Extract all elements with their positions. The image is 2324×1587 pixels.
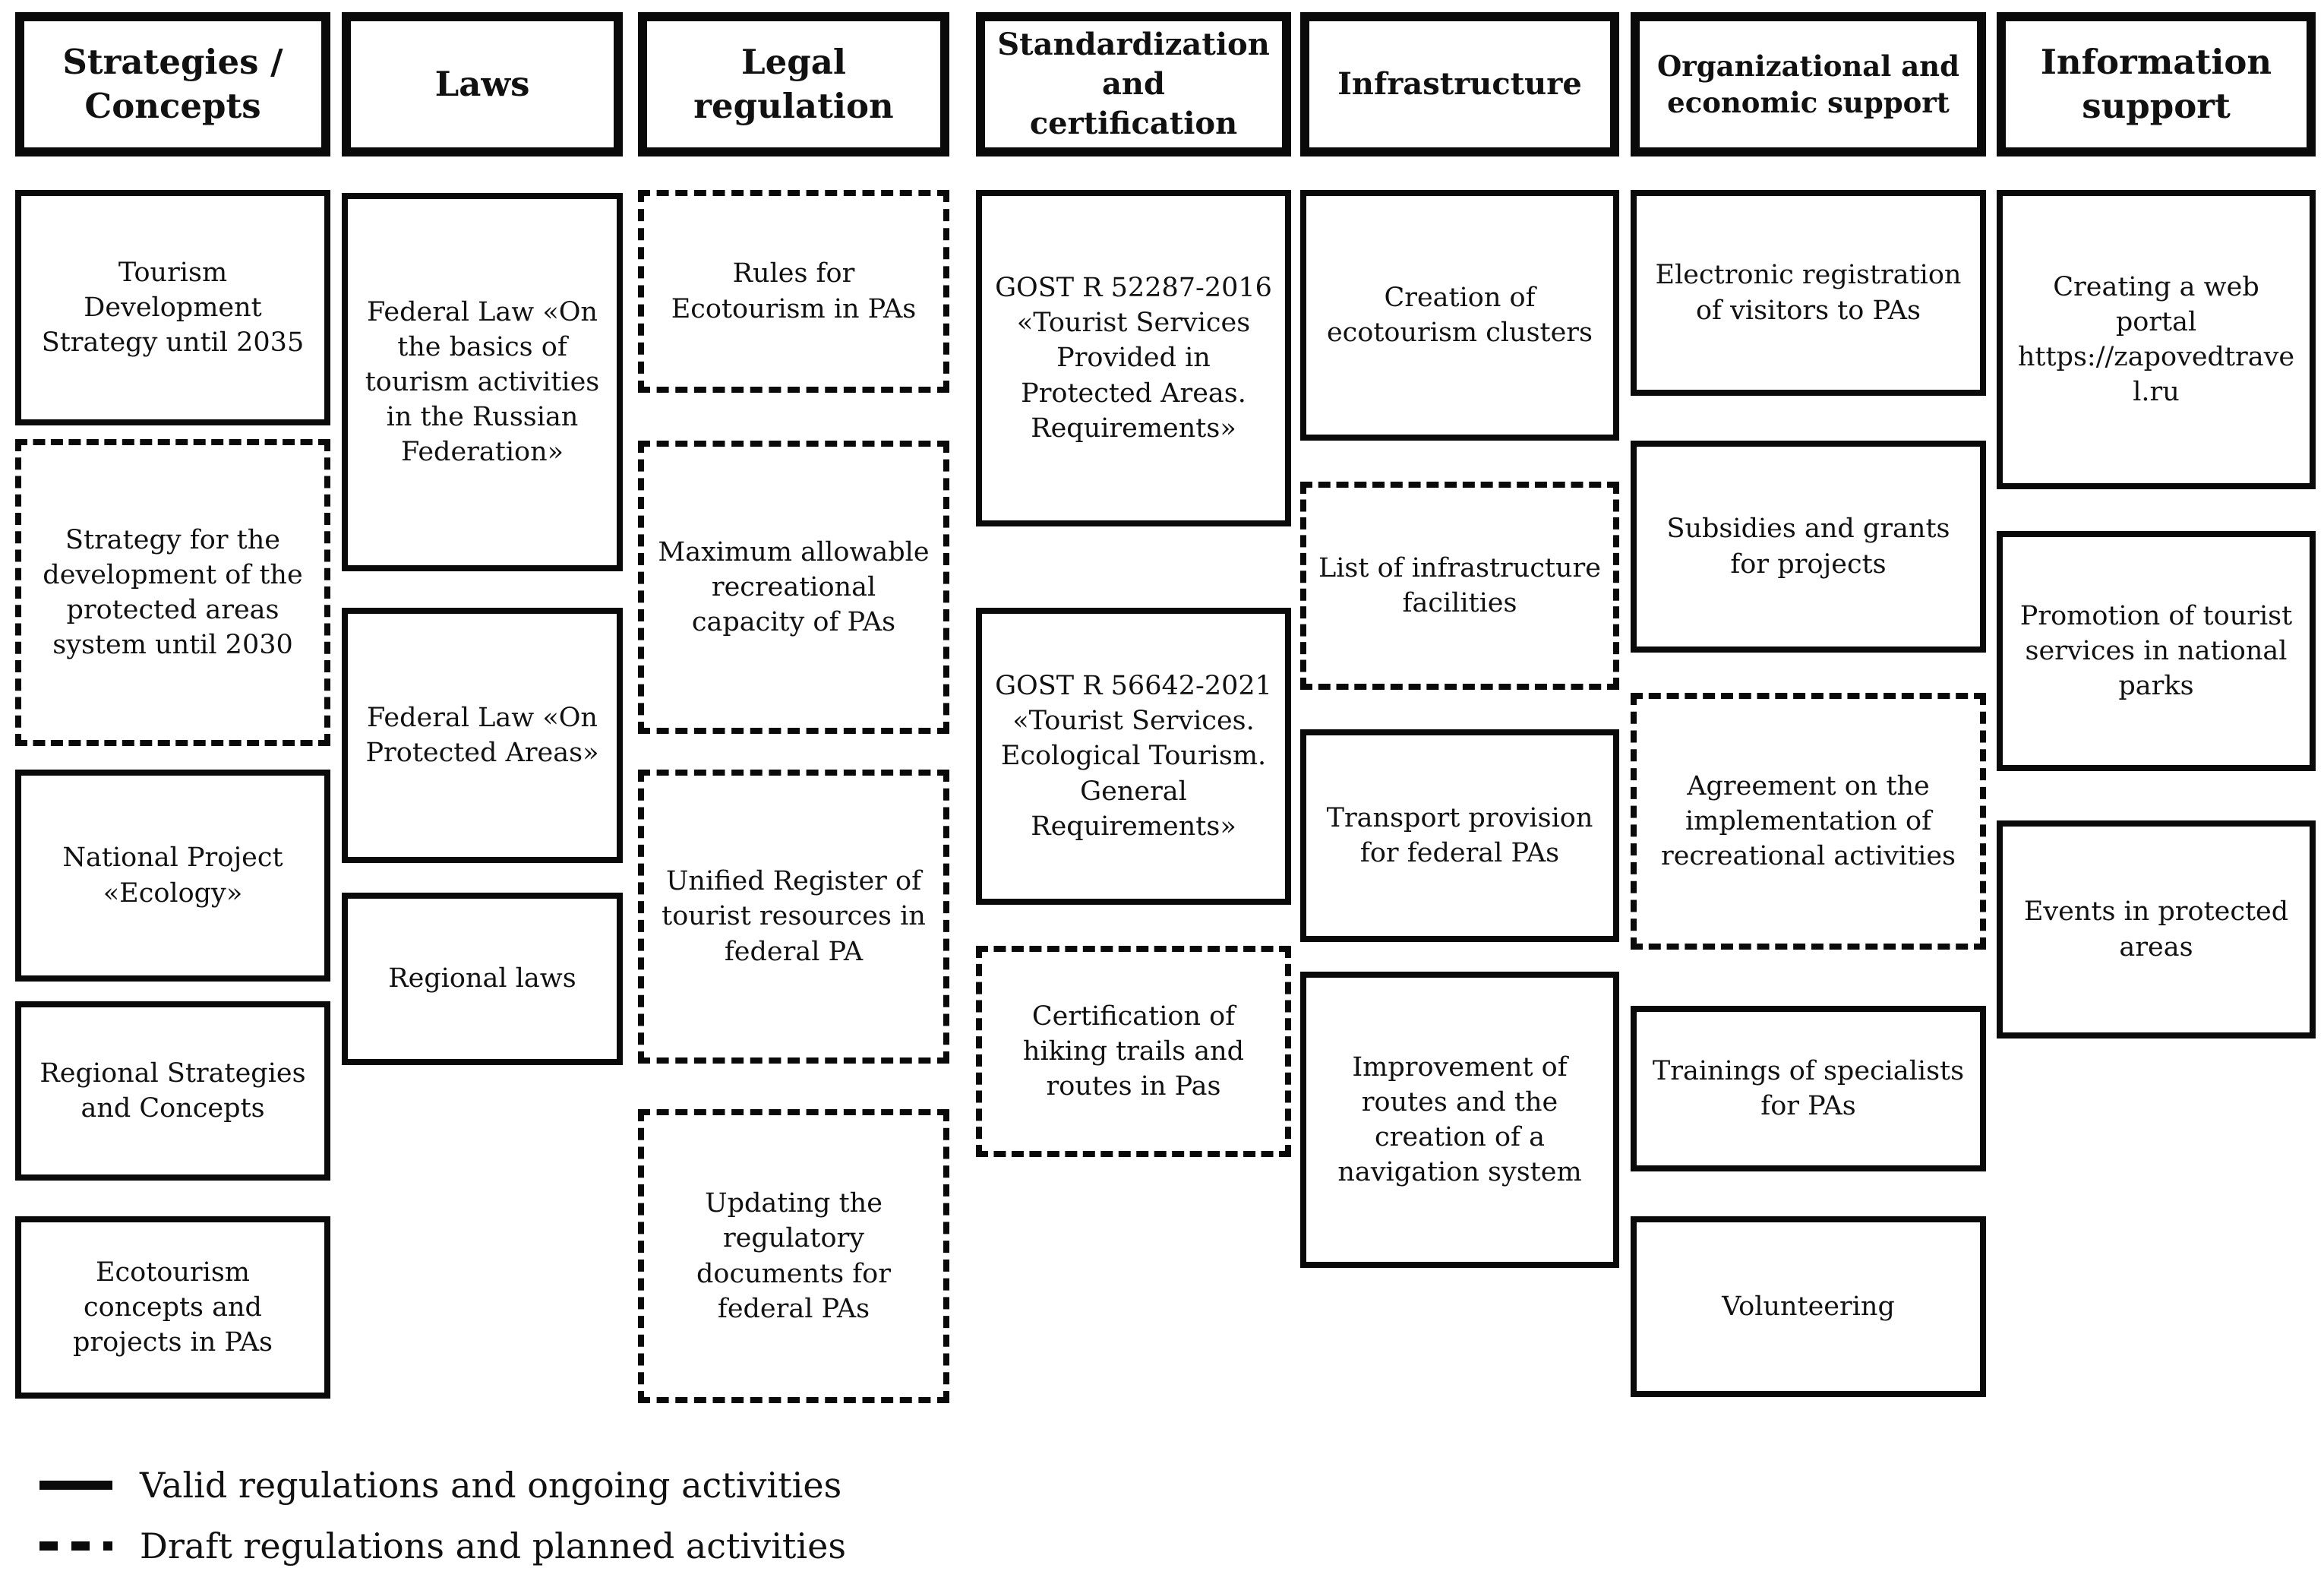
- solid-line-icon: [39, 1481, 112, 1490]
- column-header-standardization-certification: Standardization and certification: [976, 12, 1291, 156]
- box-certification-hiking-trails: Certification of hiking trails and route…: [976, 946, 1291, 1157]
- box-updating-regulatory-documents: Updating the regulatory documents for fe…: [638, 1109, 949, 1403]
- box-regional-laws: Regional laws: [342, 893, 623, 1065]
- box-max-recreational-capacity: Maximum allowable recreational capacity …: [638, 441, 949, 734]
- legend-item-draft: Draft regulations and planned activities: [39, 1521, 1331, 1571]
- box-national-project-ecology: National Project «Ecology»: [15, 770, 330, 982]
- box-protected-areas-system-strategy-2030: Strategy for the development of the prot…: [15, 439, 330, 746]
- box-creation-ecotourism-clusters: Creation of ecotourism clusters: [1300, 190, 1619, 441]
- dashed-line-icon: [39, 1541, 112, 1551]
- box-gost-r-52287-2016: GOST R 52287-2016 «Tourist Services Prov…: [976, 190, 1291, 526]
- column-header-organizational-economic-support: Organizational and economic support: [1631, 12, 1986, 156]
- box-list-infrastructure-facilities: List of infrastructure facilities: [1300, 482, 1619, 690]
- box-electronic-registration-visitors: Electronic registration of visitors to P…: [1631, 190, 1986, 396]
- column-header-laws: Laws: [342, 12, 623, 156]
- box-gost-r-56642-2021: GOST R 56642-2021 «Tourist Services. Eco…: [976, 608, 1291, 905]
- box-unified-register-tourist-resources: Unified Register of tourist resources in…: [638, 770, 949, 1064]
- column-header-information-support: Information support: [1997, 12, 2316, 156]
- box-subsidies-grants: Subsidies and grants for projects: [1631, 441, 1986, 653]
- legend-label-valid: Valid regulations and ongoing activities: [140, 1464, 842, 1506]
- column-header-strategies-concepts: Strategies / Concepts: [15, 12, 330, 156]
- box-tourism-development-strategy-2035: Tourism Development Strategy until 2035: [15, 190, 330, 425]
- column-header-legal-regulation: Legal regulation: [638, 12, 949, 156]
- box-ecotourism-concepts-projects: Ecotourism concepts and projects in PAs: [15, 1216, 330, 1399]
- box-regional-strategies-concepts: Regional Strategies and Concepts: [15, 1001, 330, 1181]
- box-federal-law-protected-areas: Federal Law «On Protected Areas»: [342, 608, 623, 863]
- legend-label-draft: Draft regulations and planned activities: [140, 1525, 846, 1566]
- column-header-infrastructure: Infrastructure: [1300, 12, 1619, 156]
- box-improvement-routes-navigation: Improvement of routes and the creation o…: [1300, 972, 1619, 1268]
- box-agreement-recreational-activities: Agreement on the implementation of recre…: [1631, 693, 1986, 950]
- box-trainings-specialists: Trainings of specialists for PAs: [1631, 1006, 1986, 1171]
- box-rules-for-ecotourism: Rules for Ecotourism in PAs: [638, 190, 949, 393]
- box-events-protected-areas: Events in protected areas: [1997, 820, 2316, 1039]
- box-web-portal-zapovedtravel: Creating a web portal https://zapovedtra…: [1997, 190, 2316, 489]
- box-transport-provision: Transport provision for federal PAs: [1300, 729, 1619, 942]
- box-federal-law-tourism-activities: Federal Law «On the basics of tourism ac…: [342, 193, 623, 571]
- box-volunteering: Volunteering: [1631, 1216, 1986, 1397]
- legend-item-valid: Valid regulations and ongoing activities: [39, 1460, 1331, 1510]
- box-promotion-tourist-services: Promotion of tourist services in nationa…: [1997, 531, 2316, 771]
- legend: Valid regulations and ongoing activities…: [39, 1460, 1331, 1582]
